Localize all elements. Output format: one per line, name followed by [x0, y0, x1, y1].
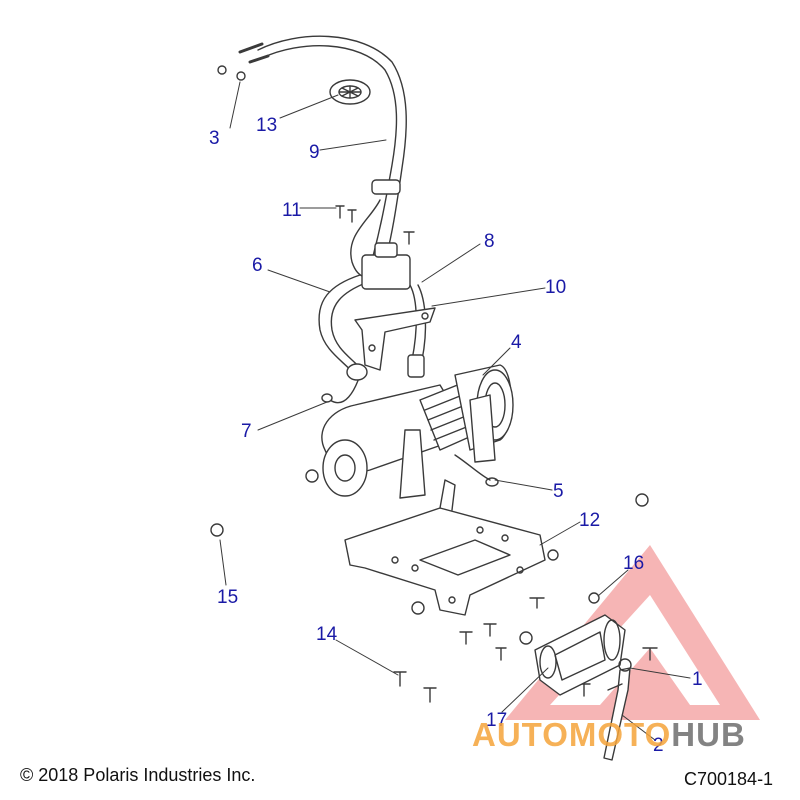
callout-4: 4 — [511, 332, 522, 353]
contactor-assembly — [354, 242, 436, 371]
callout-5: 5 — [553, 481, 564, 502]
callout-3: 3 — [209, 128, 220, 149]
callout-2: 2 — [653, 735, 664, 756]
callout-16: 16 — [623, 553, 645, 574]
callout-7: 7 — [241, 421, 252, 442]
roller-fairlead — [534, 614, 626, 696]
callout-9: 9 — [309, 142, 320, 163]
callout-13: 13 — [256, 115, 278, 136]
copyright-text: © 2018 Polaris Industries Inc. — [20, 765, 256, 785]
fasteners — [210, 65, 658, 703]
callout-8: 8 — [484, 231, 495, 252]
callout-12: 12 — [579, 510, 601, 531]
winch-assembly — [321, 364, 514, 499]
callout-10: 10 — [545, 277, 567, 298]
grommet — [329, 79, 371, 105]
mounting-plate — [344, 479, 546, 616]
cable-harness — [238, 35, 427, 404]
leader-lines — [219, 81, 691, 741]
watermark-text-right: HUB — [671, 716, 746, 753]
watermark-text: AUTOMOTOHUB — [472, 718, 746, 751]
callout-11: 11 — [282, 200, 302, 221]
callout-14: 14 — [316, 624, 338, 645]
callout-6: 6 — [252, 255, 263, 276]
callout-1: 1 — [692, 669, 703, 690]
callout-15: 15 — [217, 587, 239, 608]
callout-17: 17 — [486, 710, 508, 731]
watermark-text-left: AUTOMOTO — [472, 716, 672, 753]
diagram-code: C700184-1 — [684, 769, 774, 789]
